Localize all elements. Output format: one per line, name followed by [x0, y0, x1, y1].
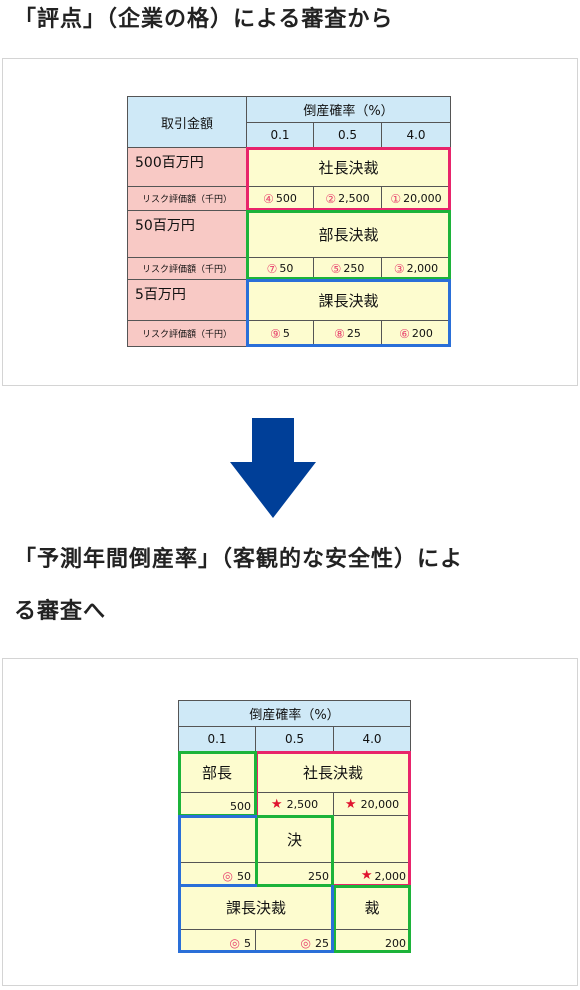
circle-number-icon: ⑥	[399, 326, 410, 341]
risk-value-text: 200	[411, 327, 433, 340]
amount-50m: 50百万円	[127, 210, 247, 258]
empty-cell	[178, 815, 256, 863]
manager-label: 課長決裁	[178, 885, 334, 930]
rate-header: 倒産確率（%）	[246, 96, 451, 123]
circle-number-icon: ②	[325, 191, 337, 206]
section2-heading-line2: る審査へ	[14, 599, 107, 624]
risk-value-text: 25	[346, 327, 361, 340]
rate-4-0: 4.0	[381, 122, 451, 148]
value-text: 25	[315, 937, 329, 950]
rate-4-0: 4.0	[333, 726, 411, 752]
risk-label: リスク評価額（千円）	[127, 186, 247, 211]
star-icon: ★	[270, 796, 283, 812]
double-circle-icon: ◎	[229, 936, 240, 950]
rate-0-1: 0.1	[178, 726, 256, 752]
director-label: 部長	[178, 751, 256, 793]
circle-number-icon: ⑦	[266, 261, 278, 276]
value-200: 200	[333, 929, 411, 953]
value-2000: ★2,000	[333, 862, 411, 886]
rate-0-1: 0.1	[246, 122, 314, 148]
decision-sai: 裁	[333, 885, 411, 930]
risk-value-text: 50	[279, 262, 294, 275]
value-5: ◎5	[178, 929, 256, 953]
rate-0-5: 0.5	[313, 122, 382, 148]
value-text: 5	[244, 937, 251, 950]
decision-ketsu: 決	[255, 815, 334, 863]
value-text: 20,000	[360, 797, 400, 811]
value-50: ◎ 50	[178, 862, 256, 886]
rate-header: 倒産確率（%）	[178, 700, 411, 727]
value-text: 2,500	[286, 797, 319, 811]
risk-label: リスク評価額（千円）	[127, 320, 247, 347]
section1-heading: 「評点」（企業の格）による審査から	[14, 7, 394, 32]
risk-value-text: 5	[282, 327, 290, 340]
value-2500: ★2,500	[255, 792, 334, 816]
amount-5m: 5百万円	[127, 279, 247, 321]
president-label: 社長決裁	[255, 751, 411, 793]
circle-number-icon: ⑧	[334, 326, 345, 341]
circle-number-icon: ⑤	[330, 261, 342, 276]
section2-heading-line1: 「予測年間倒産率」（客観的な安全性）によ	[14, 547, 464, 572]
decision-president: 社長決裁	[246, 147, 451, 187]
circle-number-icon: ⑨	[270, 326, 281, 341]
decision-director: 部長決裁	[246, 210, 451, 258]
value-text: 50	[237, 870, 251, 883]
rate-0-5: 0.5	[255, 726, 334, 752]
circle-number-icon: ④	[263, 191, 274, 206]
double-circle-icon: ◎	[300, 936, 311, 950]
risk-value-text: 250	[343, 262, 365, 275]
corner-header: 取引金額	[127, 96, 247, 148]
risk-label: リスク評価額（千円）	[127, 257, 247, 280]
value-250: 250	[255, 862, 334, 886]
value-25: ◎ 25	[255, 929, 334, 953]
circle-number-icon: ①	[390, 191, 402, 206]
risk-value-text: 2,000	[406, 262, 439, 275]
star-icon: ★	[344, 796, 357, 812]
down-arrow-icon	[230, 418, 316, 518]
decision-manager: 課長決裁	[246, 279, 451, 321]
value-20000: ★20,000	[333, 792, 411, 816]
empty-cell	[333, 815, 411, 863]
value-text: 2,000	[374, 870, 407, 883]
value-500: 500	[178, 792, 256, 816]
double-circle-icon: ◎	[222, 869, 233, 883]
risk-value-text: 500	[275, 192, 297, 205]
risk-value-text: 20,000	[403, 192, 442, 205]
amount-500m: 500百万円	[127, 147, 247, 187]
risk-value-text: 2,500	[338, 192, 370, 205]
star-icon: ★	[360, 868, 373, 883]
circle-number-icon: ③	[393, 261, 405, 276]
